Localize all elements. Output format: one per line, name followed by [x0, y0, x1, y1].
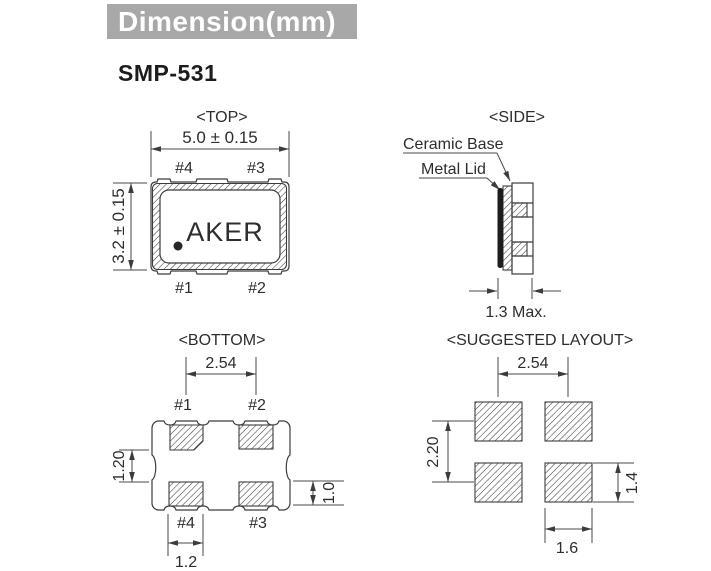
bottom-pad-height-dimension: 1.0 — [321, 482, 338, 504]
side-seam-hatch — [502, 185, 513, 271]
top-view-title: <TOP> — [196, 109, 247, 126]
top-height-dimension: 3.2 ± 0.15 — [109, 188, 128, 264]
bottom-pin-4-label: #4 — [177, 515, 195, 532]
side-castellation-pad-top — [511, 202, 528, 218]
suggested-layout-view: <SUGGESTED LAYOUT> 2.54 2.20 1.4 — [425, 332, 641, 557]
bottom-pin-1-label: #1 — [174, 397, 192, 414]
top-pin-2-label: #2 — [248, 280, 266, 297]
section-banner: Dimension(mm) — [107, 4, 357, 39]
layout-pad-height-dimension: 1.4 — [624, 472, 641, 494]
top-pin-4-label: #4 — [175, 160, 193, 177]
side-metal-lid — [497, 188, 503, 268]
bottom-pad-width-dimension: 1.2 — [175, 554, 197, 571]
banner-title: Dimension(mm) — [118, 6, 337, 37]
top-view: <TOP> 5.0 ± 0.15 3.2 ± 0.15 #4 #3 #1 #2 … — [109, 109, 290, 297]
side-castellation-pad-bottom — [511, 241, 528, 257]
ceramic-base-label: Ceramic Base — [403, 136, 504, 153]
top-marking-text: AKER — [186, 217, 264, 247]
side-ceramic-base — [511, 182, 534, 275]
bottom-pad-2 — [238, 424, 274, 450]
bottom-pad-1 — [169, 424, 204, 451]
bottom-pad-gap-dimension: 1.20 — [111, 450, 128, 481]
side-thickness-dimension: 1.3 Max. — [485, 304, 546, 321]
layout-pitch-x-dimension: 2.54 — [517, 355, 548, 372]
layout-pitch-y-dimension: 2.20 — [425, 436, 442, 467]
bottom-pitch-dimension: 2.54 — [205, 355, 236, 372]
pin1-marker-dot — [173, 241, 183, 251]
layout-view-title: <SUGGESTED LAYOUT> — [447, 332, 633, 349]
layout-pad-bottom-left — [474, 462, 523, 503]
layout-pad-bottom-right — [544, 462, 593, 503]
bottom-pad-4 — [168, 481, 204, 507]
side-view-title: <SIDE> — [489, 109, 545, 126]
bottom-view-title: <BOTTOM> — [179, 332, 266, 349]
bottom-pin-2-label: #2 — [248, 397, 266, 414]
model-number: SMP-531 — [118, 60, 218, 86]
bottom-view: <BOTTOM> 2.54 #1 #2 1.20 1.0 #4 — [111, 332, 344, 571]
metal-lid-label: Metal Lid — [421, 161, 486, 178]
layout-pad-width-dimension: 1.6 — [556, 540, 578, 557]
bottom-pad-3 — [238, 481, 274, 507]
top-lid-face — [159, 189, 281, 264]
bottom-pin-3-label: #3 — [249, 515, 267, 532]
top-width-dimension: 5.0 ± 0.15 — [182, 128, 258, 147]
top-pin-1-label: #1 — [175, 280, 193, 297]
side-view: <SIDE> Ceramic Base Metal Lid 1.3 Max. — [403, 109, 561, 321]
top-pin-3-label: #3 — [247, 160, 265, 177]
layout-pad-top-left — [474, 401, 523, 442]
layout-pad-top-right — [544, 401, 593, 442]
